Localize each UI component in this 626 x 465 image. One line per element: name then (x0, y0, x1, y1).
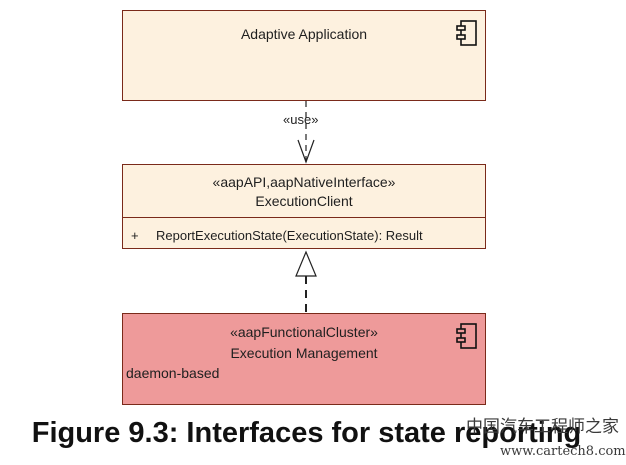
adaptive-application-name: Adaptive Application (240, 26, 368, 42)
component-icon (456, 20, 477, 46)
watermark-chinese: 中国汽车工程师之家 (466, 417, 619, 437)
execution-management-stereotype: «aapFunctionalCluster» (230, 324, 378, 340)
use-label: «use» (283, 112, 319, 127)
use-dependency-arrowhead (297, 139, 315, 164)
connectors (295, 101, 317, 313)
execution-client-name: ExecutionClient (255, 193, 353, 209)
execution-client-interface[interactable]: «aapAPI,aapNativeInterface» ExecutionCli… (122, 164, 486, 249)
execution-client-stereotype: «aapAPI,aapNativeInterface» (212, 174, 396, 190)
component-icon (456, 323, 477, 349)
watermark-url: www.cartech8.com (500, 444, 626, 459)
figure-caption: Figure 9.3: Interfaces for state reporti… (31, 417, 582, 449)
adaptive-application-component[interactable]: Adaptive Application (122, 10, 486, 101)
execution-management-component[interactable]: «aapFunctionalCluster» Execution Managem… (122, 313, 486, 405)
operation-signature: ReportExecutionState(ExecutionState): Re… (156, 228, 423, 243)
execution-management-name: Execution Management (230, 345, 378, 361)
execution-management-note: daemon-based (126, 365, 220, 381)
compartment-divider (123, 217, 485, 218)
realization-arrowhead (295, 250, 317, 277)
operation-visibility: + (131, 228, 139, 243)
